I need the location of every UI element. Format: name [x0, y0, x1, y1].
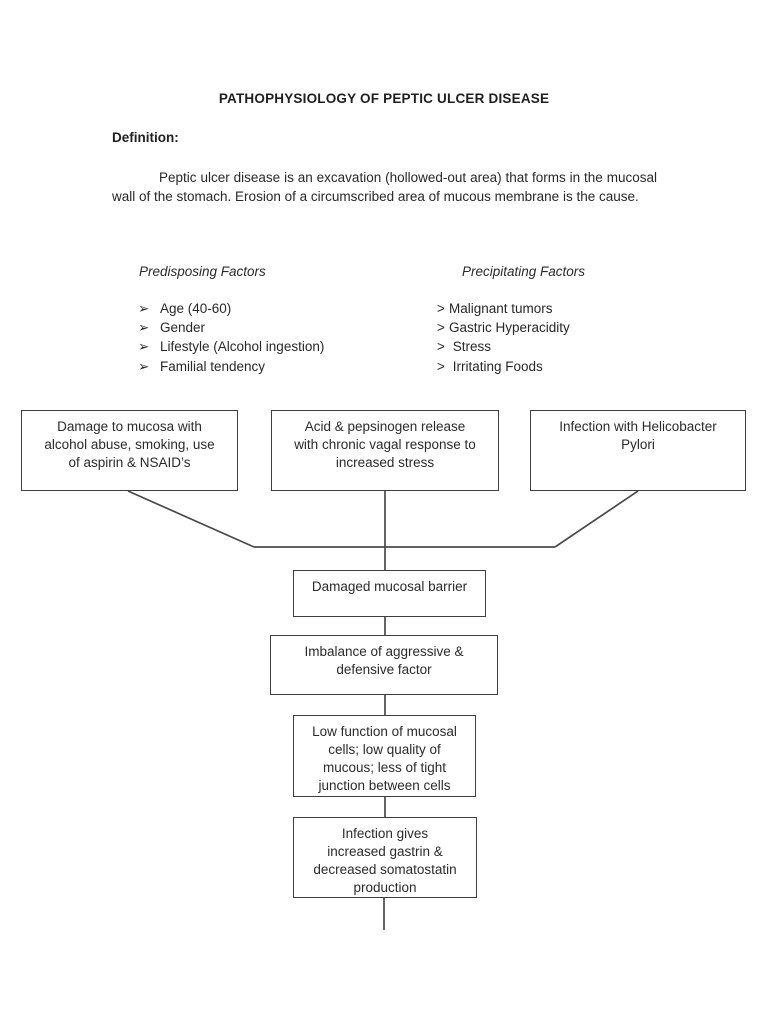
list-item: ➢ Age (40-60) — [138, 299, 324, 318]
predisposing-factors-list: ➢ Age (40-60) ➢ Gender ➢ Lifestyle (Alco… — [138, 299, 324, 376]
list-item: > Stress — [437, 337, 570, 356]
definition-heading: Definition: — [112, 130, 179, 145]
list-item-label: Age (40-60) — [160, 301, 232, 316]
page-title: PATHOPHYSIOLOGY OF PEPTIC ULCER DISEASE — [218, 91, 550, 106]
list-item-label: Stress — [449, 339, 492, 355]
arrow-bullet-icon: ➢ — [138, 339, 150, 355]
list-item-label: Gastric Hyperacidity — [449, 320, 570, 336]
flowchart-box-gastrin-somatostatin: Infection gives increased gastrin & decr… — [293, 817, 477, 898]
gt-bullet-icon: > — [437, 339, 445, 355]
flowchart-box-mucosa-damage: Damage to mucosa with alcohol abuse, smo… — [21, 410, 238, 491]
list-item: > Malignant tumors — [437, 299, 570, 318]
list-item-label: Lifestyle (Alcohol ingestion) — [160, 339, 325, 355]
arrow-bullet-icon: ➢ — [138, 358, 150, 374]
list-item: ➢ Familial tendency — [138, 357, 324, 376]
flowchart-box-low-mucosal-function: Low function of mucosal cells; low quali… — [293, 715, 476, 797]
arrow-bullet-icon: ➢ — [138, 301, 150, 316]
list-item-label: Malignant tumors — [449, 301, 553, 316]
predisposing-factors-heading: Predisposing Factors — [139, 264, 266, 279]
list-item-label: Irritating Foods — [449, 358, 543, 374]
precipitating-factors-heading: Precipitating Factors — [462, 264, 586, 279]
list-item-label: Gender — [160, 320, 206, 336]
gt-bullet-icon: > — [437, 301, 445, 316]
list-item: > Irritating Foods — [437, 357, 570, 376]
list-item-label: Familial tendency — [160, 358, 266, 374]
list-item: > Gastric Hyperacidity — [437, 318, 570, 337]
arrow-bullet-icon: ➢ — [138, 320, 150, 336]
gt-bullet-icon: > — [437, 358, 445, 374]
flowchart-box-imbalance-factors: Imbalance of aggressive & defensive fact… — [270, 635, 498, 695]
list-item: ➢ Gender — [138, 318, 324, 337]
precipitating-factors-list: > Malignant tumors > Gastric Hyperacidit… — [437, 299, 570, 376]
definition-paragraph: Peptic ulcer disease is an excavation (h… — [112, 170, 657, 204]
flowchart-box-h-pylori-infection: Infection with Helicobacter Pylori — [530, 410, 746, 491]
gt-bullet-icon: > — [437, 320, 445, 336]
flowchart-box-damaged-mucosal-barrier: Damaged mucosal barrier — [293, 570, 486, 617]
flowchart-box-acid-pepsinogen: Acid & pepsinogen release with chronic v… — [271, 410, 499, 491]
list-item: ➢ Lifestyle (Alcohol ingestion) — [138, 337, 324, 356]
